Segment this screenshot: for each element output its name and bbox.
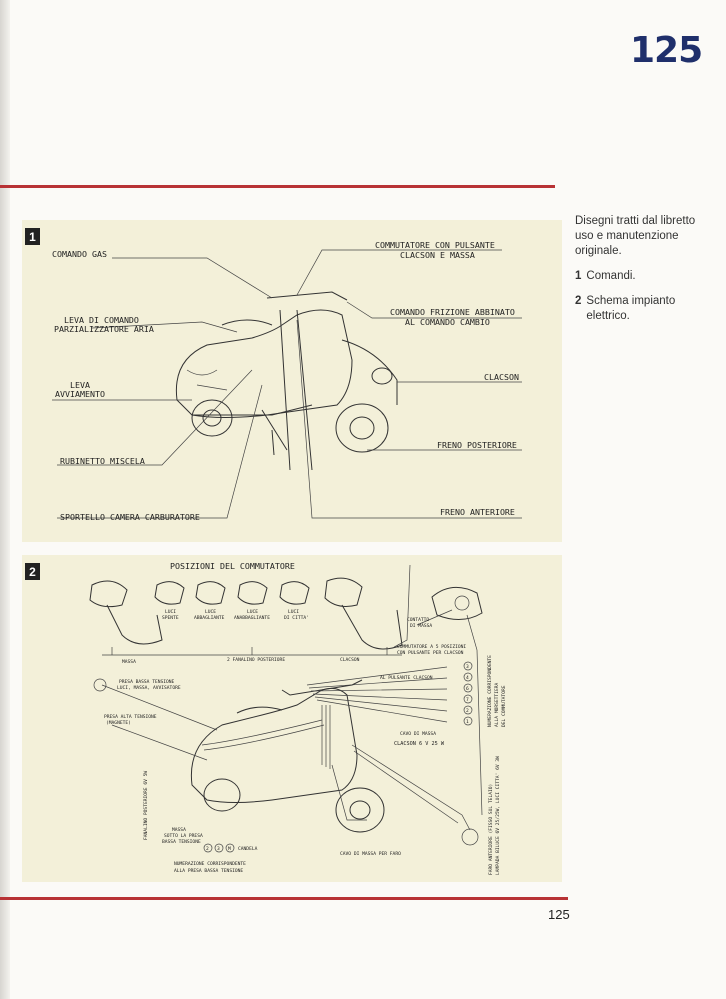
label-commutatore-5pos-1: COMMUTATORE A 5 POSIZIONI — [397, 644, 466, 650]
label-faro: FARO ANTERIORE (FISSO SUL TELAIO) LAMPAD… — [488, 756, 501, 875]
pos-fanalino: 2 FANALINO POSTERIORE — [227, 657, 285, 663]
bottom-terminal-number: 3 — [217, 846, 220, 852]
pos-abbagliante-2: ABBAGLIANTE — [194, 615, 225, 621]
page-gutter — [0, 0, 10, 999]
figure-comandi: 1 — [22, 220, 562, 542]
bottom-terminal-number: 2 — [206, 846, 209, 852]
figure-badge: 2 — [25, 563, 40, 580]
label-presa-alta-2: (MAGNETE) — [106, 720, 131, 726]
label-numerazione-bottom-1: NUMERAZIONE CORRISPONDENTE — [174, 861, 246, 867]
terminal-number: 7 — [466, 697, 469, 703]
label-contatto-massa-1: CONTATTO — [407, 617, 429, 623]
page-number-footer: 125 — [548, 907, 570, 922]
label-numerazione-right-2: ALLA MORSETTIERA — [494, 683, 500, 727]
label-presa-bassa-1: PRESA BASSA TENSIONE — [119, 679, 175, 685]
figure-schema-drawing: POSIZIONI DEL COMMUTATORE LUCI SPENTE LU… — [89, 561, 507, 875]
label-comando-frizione-1: COMANDO FRIZIONE ABBINATO — [390, 307, 515, 317]
pos-anabbagliante-1: LUCE — [247, 609, 258, 615]
commutatore-unit — [416, 586, 483, 816]
label-leva-comando-2: PARZIALIZZATORE ARIA — [54, 324, 154, 334]
label-freno-posteriore: FRENO POSTERIORE — [437, 440, 517, 450]
pos-massa: MASSA — [122, 659, 136, 665]
label-massa-presa-2: SOTTO LA PRESA — [164, 833, 203, 839]
label-cavo-faro: CAVO DI MASSA PER FARO — [340, 851, 401, 857]
label-numerazione-right-3: DEL COMMUTATORE — [501, 685, 507, 727]
label-clacson: CLACSON — [484, 372, 519, 382]
label-comando-frizione-2: AL COMANDO CAMBIO — [405, 317, 490, 327]
commutatore-title: POSIZIONI DEL COMMUTATORE — [170, 561, 295, 571]
label-massa-presa-3: BASSA TENSIONE — [162, 839, 201, 845]
label-faro-2: LAMPADA BILUCE 6V 25/25W, LUCI CITTA' 6V… — [495, 756, 501, 875]
label-leva-comando-1: LEVA DI COMANDO — [64, 315, 139, 325]
page-number-large: 125 — [630, 30, 703, 71]
terminal-number: 6 — [466, 686, 469, 692]
label-numerazione-right: NUMERAZIONE CORRISPONDENTE ALLA MORSETTI… — [487, 655, 507, 727]
label-faro-1: FARO ANTERIORE (FISSO SUL TELAIO) — [488, 784, 494, 875]
caption-number: 2 — [575, 295, 582, 307]
pos-abbagliante-1: LUCE — [205, 609, 216, 615]
terminal-circles — [463, 661, 473, 726]
figure-comandi-drawing: COMANDO GAS COMMUTATORE CON PULSANTE CLA… — [52, 240, 522, 522]
label-commutatore-5pos-2: CON PULSANTE PER CLACSON — [397, 650, 464, 656]
caption-1: 1 Comandi. — [575, 269, 710, 284]
label-candela: CANDELA — [238, 846, 258, 852]
label-freno-anteriore: FRENO ANTERIORE — [440, 507, 515, 517]
label-fanalino-post: FANALINO POSTERIORE 6V 5W — [143, 771, 149, 840]
label-al-pulsante: AL PULSANTE CLACSON — [380, 675, 433, 681]
scooter-drawing — [175, 291, 398, 471]
label-numerazione-bottom-2: ALLA PRESA BASSA TENSIONE — [174, 868, 243, 874]
pos-anabbagliante-2: ANABBAGLIANTE — [234, 615, 270, 621]
bottom-terminal-number: M — [228, 846, 231, 852]
label-commutatore-2: CLACSON E MASSA — [400, 250, 475, 260]
label-leva-avviamento-2: AVVIAMENTO — [55, 389, 105, 399]
pos-luci-spente-2: SPENTE — [162, 615, 179, 621]
terminal-number: 3 — [466, 664, 469, 670]
caption-text: Schema impianto elettrico. — [586, 295, 676, 322]
figure-badge: 1 — [25, 228, 40, 245]
caption-intro: Disegni tratti dal libretto uso e manute… — [575, 215, 696, 257]
switch-positions — [89, 564, 411, 656]
label-rubinetto-miscela: RUBINETTO MISCELA — [60, 456, 145, 466]
label-contatto-massa-2: DI MASSA — [410, 623, 432, 629]
label-cavo-massa: CAVO DI MASSA — [400, 731, 436, 737]
figure-schema-elettrico: 2 POSIZIONI DEL COMMUTATORE LUCI SPENTE … — [22, 555, 562, 882]
terminal-number: 1 — [466, 719, 469, 725]
leader-lines — [52, 249, 522, 519]
terminal-number: 4 — [466, 675, 469, 681]
label-presa-bassa-2: LUCI, MASSA, AVVISATORE — [117, 685, 181, 691]
label-leva-avviamento-1: LEVA — [70, 380, 90, 390]
caption-number: 1 — [575, 270, 582, 282]
label-commutatore-1: COMMUTATORE CON PULSANTE — [375, 240, 495, 250]
pos-citta-1: LUCI — [288, 609, 299, 615]
label-massa-presa-1: MASSA — [172, 827, 186, 833]
wiring-scooter — [93, 666, 479, 846]
bottom-terminals — [203, 843, 235, 853]
bottom-rule — [0, 897, 568, 900]
caption-2: 2 Schema impianto elettrico. — [575, 294, 710, 324]
terminal-number: 2 — [466, 708, 469, 714]
label-fanalino-rot: FANALINO POSTERIORE 6V 5W — [143, 771, 149, 840]
pos-citta-2: DI CITTA' — [284, 615, 309, 621]
label-comando-gas: COMANDO GAS — [52, 249, 107, 259]
sidebar-captions: Disegni tratti dal libretto uso e manute… — [575, 214, 710, 334]
label-numerazione-right-1: NUMERAZIONE CORRISPONDENTE — [487, 655, 493, 727]
caption-text: Comandi. — [586, 270, 636, 282]
pos-clacson: CLACSON — [340, 657, 360, 663]
top-rule — [0, 185, 555, 188]
pos-luci-spente-1: LUCI — [165, 609, 176, 615]
label-clacson-spec: CLACSON 6 V 25 W — [394, 741, 445, 747]
label-presa-alta-1: PRESA ALTA TENSIONE — [104, 714, 157, 720]
label-sportello: SPORTELLO CAMERA CARBURATORE — [60, 512, 200, 522]
